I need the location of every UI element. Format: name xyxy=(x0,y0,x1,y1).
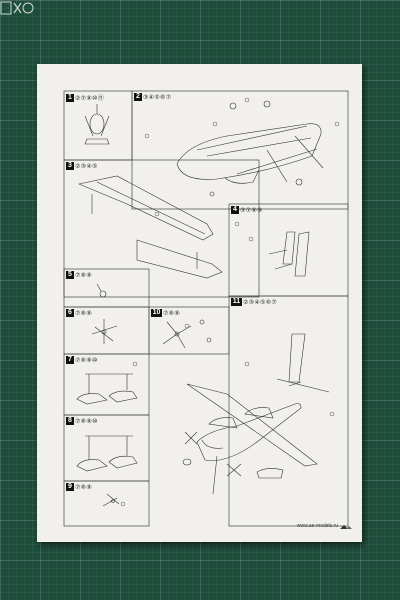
step-part-codes: ⑦⑧⑨ xyxy=(75,484,93,491)
step5-drawing xyxy=(96,283,107,298)
step-part-codes: ③④⑤⑥⑦ xyxy=(143,94,172,101)
step6-drawing xyxy=(91,319,118,344)
brand-logo xyxy=(340,525,352,529)
step-number: 2 xyxy=(134,93,142,101)
step-part-codes: ⑦⑧⑨⑩ xyxy=(75,357,98,364)
step-part-codes: ⑦⑧⑨ xyxy=(75,310,93,317)
step-number: 8 xyxy=(66,417,74,425)
step-label-2: 2 ③④⑤⑥⑦ xyxy=(134,93,171,101)
step-label-5: 5 ⑦⑧⑨ xyxy=(66,271,92,279)
step11-drawing xyxy=(182,333,330,495)
step3-drawing xyxy=(77,175,223,279)
step-part-codes: ②③④⑤ xyxy=(75,163,98,170)
step-label-3: 3 ②③④⑤ xyxy=(66,162,98,170)
step-number: 1 xyxy=(66,93,74,102)
step-label-6: 6 ⑦⑧⑨ xyxy=(66,309,92,317)
step-part-codes: ⑦⑧⑨ xyxy=(163,310,181,317)
step-part-codes: ②⑦⑧⑩⑪ xyxy=(75,96,105,102)
step10-drawing xyxy=(162,319,212,349)
step2-drawing xyxy=(176,100,324,197)
step4-drawing xyxy=(268,231,310,277)
step-label-8: 8 ⑦⑧⑨⑩ xyxy=(66,417,98,425)
instruction-sheet: 1 ②⑦⑧⑩⑪ 2 ③④⑤⑥⑦ 3 ②③④⑤ 4 ③⑦⑧⑨ 5 ⑦⑧⑨ 6 ⑦⑧… xyxy=(37,64,362,542)
step-label-4: 4 ③⑦⑧⑨ xyxy=(231,206,263,214)
step-number: 4 xyxy=(231,206,239,214)
step-part-codes: ③⑦⑧⑨ xyxy=(240,207,263,214)
step-label-9: 9 ⑦⑧⑨ xyxy=(66,483,92,491)
step-number: 3 xyxy=(66,162,74,170)
assembly-diagram xyxy=(63,90,349,527)
step8-drawing xyxy=(76,435,138,472)
step-number: 9 xyxy=(66,483,74,491)
step-label-7: 7 ⑦⑧⑨⑩ xyxy=(66,356,98,364)
step-label-1: 1 ②⑦⑧⑩⑪ xyxy=(66,93,104,102)
step-number: 7 xyxy=(66,356,74,364)
step-part-codes: ⑦⑧⑨ xyxy=(75,272,93,279)
step-number: 10 xyxy=(151,309,162,317)
step-label-10: 10 ⑦⑧⑨ xyxy=(151,309,180,317)
step-part-codes: ②③④⑤⑥⑦ xyxy=(243,299,278,306)
step-number: 6 xyxy=(66,309,74,317)
step-label-11: 11 ②③④⑤⑥⑦ xyxy=(231,298,277,306)
step9-drawing xyxy=(102,493,120,507)
corner-watermark-icon xyxy=(0,1,34,15)
step-number: 5 xyxy=(66,271,74,279)
step7-drawing xyxy=(76,373,138,405)
step1-drawing xyxy=(84,104,110,145)
step-number: 11 xyxy=(231,298,242,306)
footer-url: www.ae-models.ru xyxy=(296,523,338,529)
step-part-codes: ⑦⑧⑨⑩ xyxy=(75,418,98,425)
